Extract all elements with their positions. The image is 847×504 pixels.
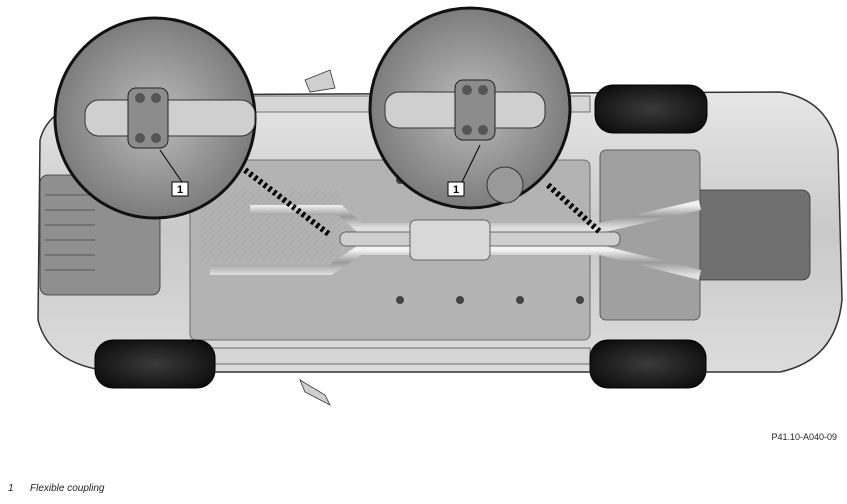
coupling-shaft-front — [84, 99, 256, 137]
exhaust-pipe-upper — [250, 200, 702, 233]
sill-bottom — [169, 347, 591, 365]
tire-front-bottom — [94, 339, 216, 389]
vehicle-underbody-illustration: 1 1 — [37, 6, 843, 406]
flexible-coupling-rear — [454, 79, 496, 141]
exhaust-pipe-lower — [210, 245, 702, 280]
legend: 1 Flexible coupling — [8, 483, 105, 494]
callout-1-front: 1 — [177, 184, 183, 196]
mirror-bottom — [299, 379, 331, 406]
rear-diff-guard — [689, 189, 811, 281]
flexible-coupling-front — [127, 87, 169, 149]
legend-item-label: Flexible coupling — [30, 483, 105, 494]
callout-1-rear: 1 — [453, 184, 459, 196]
tire-rear-bottom — [589, 339, 707, 389]
detail-magnifier-front: 1 — [53, 16, 257, 220]
front-guard-ribs — [45, 194, 95, 271]
exhaust-muffler-center — [409, 219, 491, 261]
detail-magnifier-rear: 1 — [368, 6, 572, 210]
legend-item-number: 1 — [8, 483, 14, 494]
figure-reference-code: P41.10-A040-09 — [771, 432, 837, 442]
mirror-top — [304, 69, 336, 93]
tire-rear-top — [594, 84, 708, 134]
